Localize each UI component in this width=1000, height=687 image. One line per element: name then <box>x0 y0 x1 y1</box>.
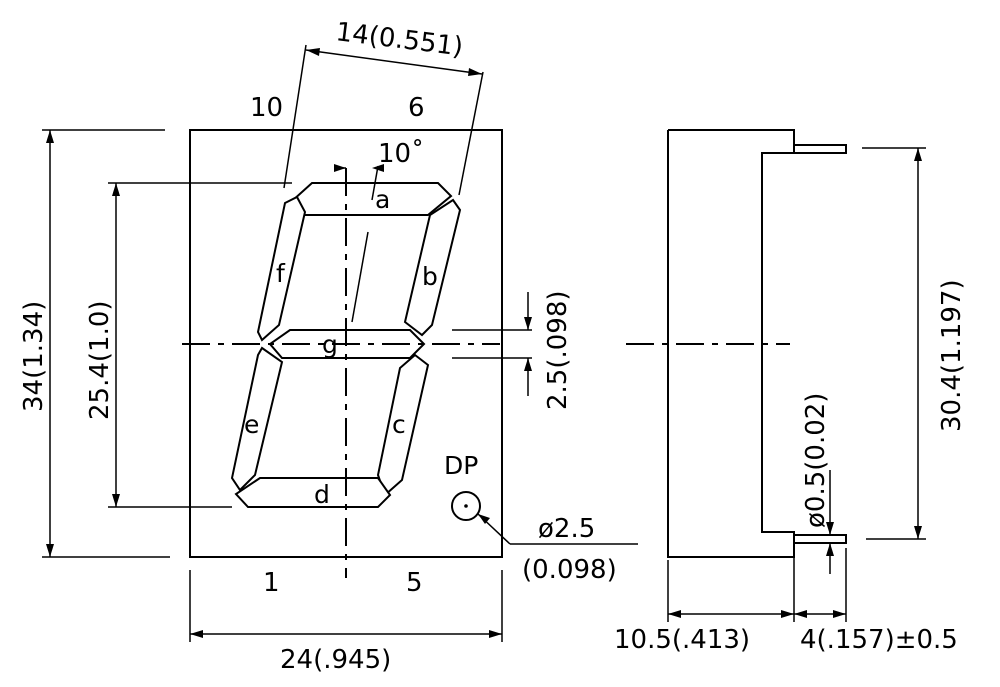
digit-height-dimension: 25.4(1.0) <box>85 300 115 420</box>
segment-e <box>230 346 284 492</box>
dp-leader-arrow <box>478 514 490 524</box>
bottom-pin <box>793 534 847 544</box>
top-pin <box>793 144 847 154</box>
width-arrow-left <box>190 630 203 638</box>
depth-arrow-mid-left <box>781 610 794 618</box>
slant-axis-line <box>351 231 369 323</box>
slant-angle-text: 10˚ <box>378 139 424 169</box>
height-arrow-bottom <box>46 544 54 557</box>
segment-label-g: g <box>322 330 338 359</box>
decimal-point-center <box>464 504 468 508</box>
gap-arrow-top <box>524 317 532 330</box>
top-dim-ext-left <box>283 44 307 189</box>
top-dim-arrow-left <box>306 48 320 56</box>
width-arrow-right <box>489 630 502 638</box>
segment-d <box>234 477 392 508</box>
top-dim-line <box>305 49 483 75</box>
side-body-outline <box>667 129 795 558</box>
pin-length-dimension: 4(.157)±0.5 <box>800 625 958 655</box>
dp-diameter-dimension: ø2.5 <box>538 514 595 544</box>
digit-arrow-bottom <box>112 494 120 507</box>
segment-f <box>256 195 307 342</box>
pin-label-5: 5 <box>406 568 423 598</box>
segment-label-d: d <box>314 480 330 509</box>
pin-dia-arrow-bottom <box>826 543 834 556</box>
pin-label-10: 10 <box>250 93 283 123</box>
angle-arrow-right <box>372 164 384 172</box>
segment-label-dp: DP <box>444 451 478 480</box>
side-arrow-bottom <box>914 526 922 539</box>
top-dim-arrow-right <box>468 68 482 76</box>
pin-dia-arrow-top <box>826 522 834 535</box>
angle-slant-ref <box>371 165 379 201</box>
gap-arrow-bottom <box>524 358 532 371</box>
decimal-point-circle <box>451 491 481 521</box>
top-width-dimension: 14(0.551) <box>334 17 465 62</box>
segment-label-c: c <box>392 410 406 439</box>
dp-diameter-inch: (0.098) <box>522 555 617 585</box>
height-arrow-top <box>46 130 54 143</box>
segment-label-b: b <box>422 262 438 291</box>
depth-arrow-left <box>668 610 681 618</box>
depth-arrow-right <box>833 610 846 618</box>
bottom-width-dimension: 24(.945) <box>280 645 391 675</box>
segment-b <box>403 198 462 337</box>
angle-arrow-left <box>334 164 346 172</box>
segment-label-f: f <box>276 259 286 288</box>
top-dim-ext-right <box>458 71 484 196</box>
pin-label-6: 6 <box>408 93 425 123</box>
segment-label-e: e <box>244 410 259 439</box>
side-arrow-top <box>914 148 922 161</box>
pin-diameter-dimension: ø0.5(0.02) <box>801 393 831 528</box>
total-height-dimension: 34(1.34) <box>19 301 49 412</box>
segment-gap-dimension: 2.5(.098) <box>543 290 573 410</box>
depth-dimension: 10.5(.413) <box>614 625 750 655</box>
side-height-dimension: 30.4(1.197) <box>937 279 967 432</box>
digit-arrow-top <box>112 183 120 196</box>
depth-arrow-mid-right <box>794 610 807 618</box>
pin-label-1: 1 <box>263 568 280 598</box>
segment-label-a: a <box>375 185 390 214</box>
